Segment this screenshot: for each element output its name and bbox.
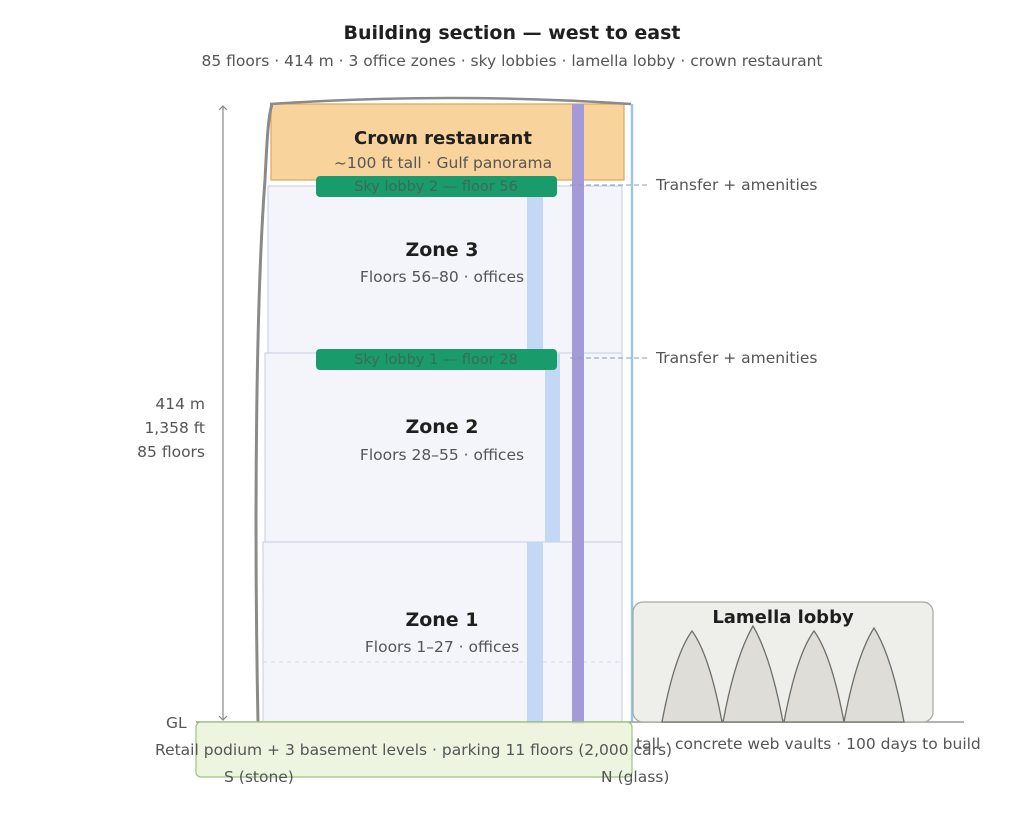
stone-facade-edge bbox=[254, 103, 274, 723]
lamella-title: Lamella lobby bbox=[712, 607, 854, 628]
lamella-vaults bbox=[661, 624, 905, 723]
floor-count: 85 floors bbox=[137, 443, 205, 461]
crown-top-edge bbox=[269, 96, 632, 106]
sky-lobby-1-label: Sky lobby 1 — floor 28 bbox=[354, 352, 518, 368]
crown-title: Crown restaurant bbox=[354, 128, 532, 149]
zone-1-subtitle: Floors 1–27 · offices bbox=[365, 638, 519, 656]
diagram-subtitle: 85 floors · 414 m · 3 office zones · sky… bbox=[201, 52, 822, 70]
elevator-shaft-upper bbox=[527, 180, 543, 354]
lamella-note: tall · concrete web vaults · 100 days to… bbox=[636, 735, 981, 753]
zone-3-block bbox=[267, 185, 623, 354]
height-meters: 414 m bbox=[155, 395, 205, 413]
zone-2-block bbox=[264, 352, 623, 543]
zone-1-block bbox=[262, 541, 623, 723]
sky-lobby-2-bar bbox=[316, 176, 557, 197]
podium-label: Retail podium + 3 basement levels · park… bbox=[155, 741, 672, 759]
lamella-vault-4 bbox=[843, 626, 905, 723]
zone-2-title: Zone 2 bbox=[405, 416, 478, 438]
crown-restaurant-block bbox=[270, 103, 625, 181]
lamella-vault-2 bbox=[722, 624, 784, 723]
zone-3-title: Zone 3 bbox=[405, 239, 478, 261]
elevator-shaft-lower bbox=[527, 542, 543, 724]
height-feet: 1,358 ft bbox=[144, 419, 205, 437]
zone-2-subtitle: Floors 28–55 · offices bbox=[360, 446, 524, 464]
zone-3-subtitle: Floors 56–80 · offices bbox=[360, 268, 524, 286]
lamella-vault-3 bbox=[783, 629, 845, 723]
sky-lobby-2-note: Transfer + amenities bbox=[655, 176, 817, 194]
express-elevator-core bbox=[572, 104, 584, 724]
elevator-shaft-middle bbox=[545, 354, 560, 542]
diagram-title: Building section — west to east bbox=[343, 22, 680, 44]
ground-label: GL bbox=[166, 714, 187, 732]
sky-lobby-1-bar bbox=[316, 349, 557, 370]
retail-podium-box bbox=[195, 721, 633, 778]
sky-lobby-1-note: Transfer + amenities bbox=[655, 349, 817, 367]
lamella-vault-1 bbox=[661, 629, 723, 723]
zone-1-title: Zone 1 bbox=[405, 609, 478, 631]
crown-subtitle: ~100 ft tall · Gulf panorama bbox=[334, 154, 552, 172]
facade-south-label: S (stone) bbox=[224, 768, 294, 786]
facade-north-label: N (glass) bbox=[601, 768, 669, 786]
sky-lobby-2-label: Sky lobby 2 — floor 56 bbox=[354, 179, 518, 195]
